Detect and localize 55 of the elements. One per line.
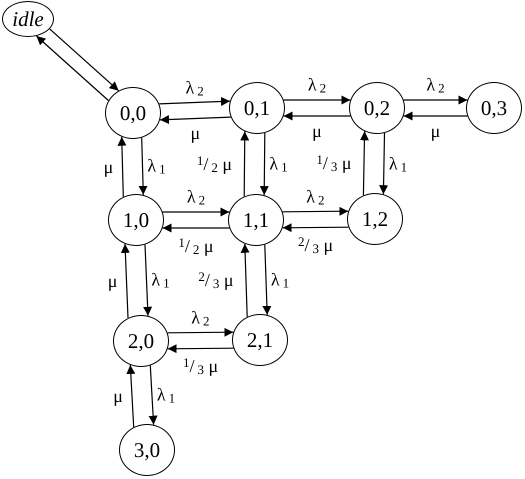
arrow bbox=[117, 136, 126, 197]
edge-label: λ$_{2}$ bbox=[190, 308, 211, 327]
state-node: 2,1 bbox=[232, 314, 288, 366]
arrow bbox=[404, 112, 468, 120]
arrow bbox=[168, 328, 234, 337]
state-node: 0,3 bbox=[466, 82, 522, 134]
edge-label: λ$_{2}$ bbox=[425, 76, 446, 94]
arrow bbox=[282, 223, 348, 232]
state-node: 3,0 bbox=[119, 424, 175, 476]
arrow bbox=[143, 244, 152, 316]
arrow bbox=[262, 244, 272, 315]
state-node: 1,2 bbox=[347, 193, 403, 245]
state-node: 1,0 bbox=[108, 194, 164, 246]
arrow bbox=[284, 96, 350, 104]
edge-label: λ$_{2}$ bbox=[305, 187, 326, 206]
arrow bbox=[162, 224, 230, 232]
edge-label: $^{1}$/$_{3}$ μ bbox=[182, 356, 220, 376]
edge-label: λ$_{1}$ bbox=[146, 156, 167, 176]
edge-label: λ$_{1}$ bbox=[388, 154, 408, 174]
arrow bbox=[260, 133, 269, 196]
arrow bbox=[360, 131, 369, 196]
arrow bbox=[404, 96, 468, 104]
edge-label: λ$_{1}$ bbox=[270, 270, 290, 290]
arrow bbox=[120, 244, 130, 318]
arrow bbox=[240, 244, 250, 317]
arrow bbox=[160, 115, 231, 124]
arrow bbox=[379, 132, 388, 194]
state-node: 0,0 bbox=[105, 87, 161, 139]
arrow bbox=[148, 365, 158, 425]
arrow bbox=[49, 28, 119, 92]
arrow bbox=[240, 131, 250, 196]
arrow bbox=[159, 96, 230, 106]
arrow bbox=[284, 112, 350, 120]
state-node: 1,1 bbox=[228, 194, 284, 246]
state-node: 0,1 bbox=[229, 82, 285, 134]
edge-label: λ$_{1}$ bbox=[156, 386, 176, 405]
edge-label: $^{2}$/$_{3}$ μ bbox=[296, 235, 334, 256]
edge-label: $^{1}$/$_{2}$ μ bbox=[196, 154, 234, 174]
arrow bbox=[168, 344, 234, 354]
edge-label: λ$_{2}$ bbox=[306, 76, 328, 94]
arrow bbox=[138, 138, 148, 195]
edge-label: λ$_{2}$ bbox=[184, 78, 205, 97]
edge-label: λ$_{1}$ bbox=[268, 154, 289, 174]
arrow bbox=[282, 206, 348, 216]
arrow bbox=[36, 36, 109, 101]
arrow bbox=[162, 208, 230, 216]
arrow bbox=[126, 364, 136, 428]
state-node: 2,0 bbox=[113, 315, 169, 367]
edge-label: $^{2}$/$_{3}$ μ bbox=[197, 270, 235, 290]
state-node: 0,2 bbox=[349, 82, 405, 134]
state-node: idle bbox=[2, 1, 54, 37]
edge-label: $^{1}$/$_{3}$ μ bbox=[315, 153, 353, 174]
edge-label: λ$_{1}$ bbox=[150, 270, 171, 290]
edge-label: $^{1}$/$_{2}$ μ bbox=[177, 236, 215, 256]
edge-label: λ$_{2}$ bbox=[186, 188, 206, 206]
